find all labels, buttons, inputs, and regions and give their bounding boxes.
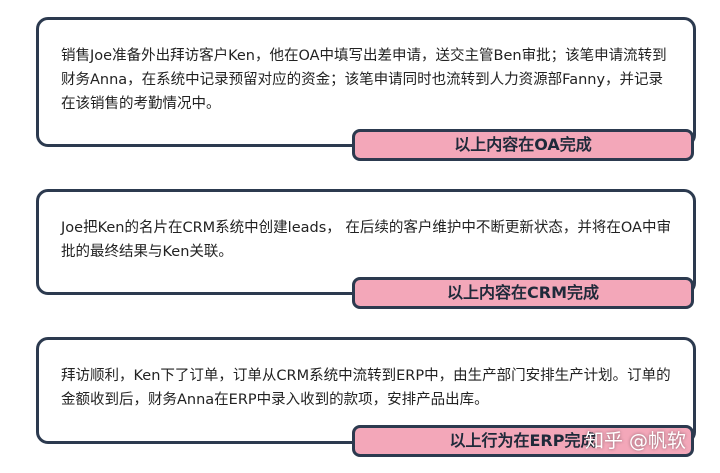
crm-label-tag: 以上内容在CRM完成: [352, 277, 694, 309]
oa-label-tag: 以上内容在OA完成: [352, 129, 694, 161]
oa-process-text: 销售Joe准备外出拜访客户Ken，他在OA中填写出差申请，送交主管Ben审批；该…: [61, 48, 667, 112]
erp-process-text: 拜访顺利，Ken下了订单，订单从CRM系统中流转到ERP中，由生产部门安排生产计…: [61, 368, 671, 408]
erp-process-card: 拜访顺利，Ken下了订单，订单从CRM系统中流转到ERP中，由生产部门安排生产计…: [36, 337, 696, 444]
zhihu-watermark: 知乎 @帆软: [585, 430, 687, 452]
oa-process-card: 销售Joe准备外出拜访客户Ken，他在OA中填写出差申请，送交主管Ben审批；该…: [36, 17, 696, 147]
crm-process-text: Joe把Ken的名片在CRM系统中创建leads， 在后续的客户维护中不断更新状…: [61, 220, 671, 260]
erp-label-tag: 以上行为在ERP完成: [352, 425, 694, 457]
